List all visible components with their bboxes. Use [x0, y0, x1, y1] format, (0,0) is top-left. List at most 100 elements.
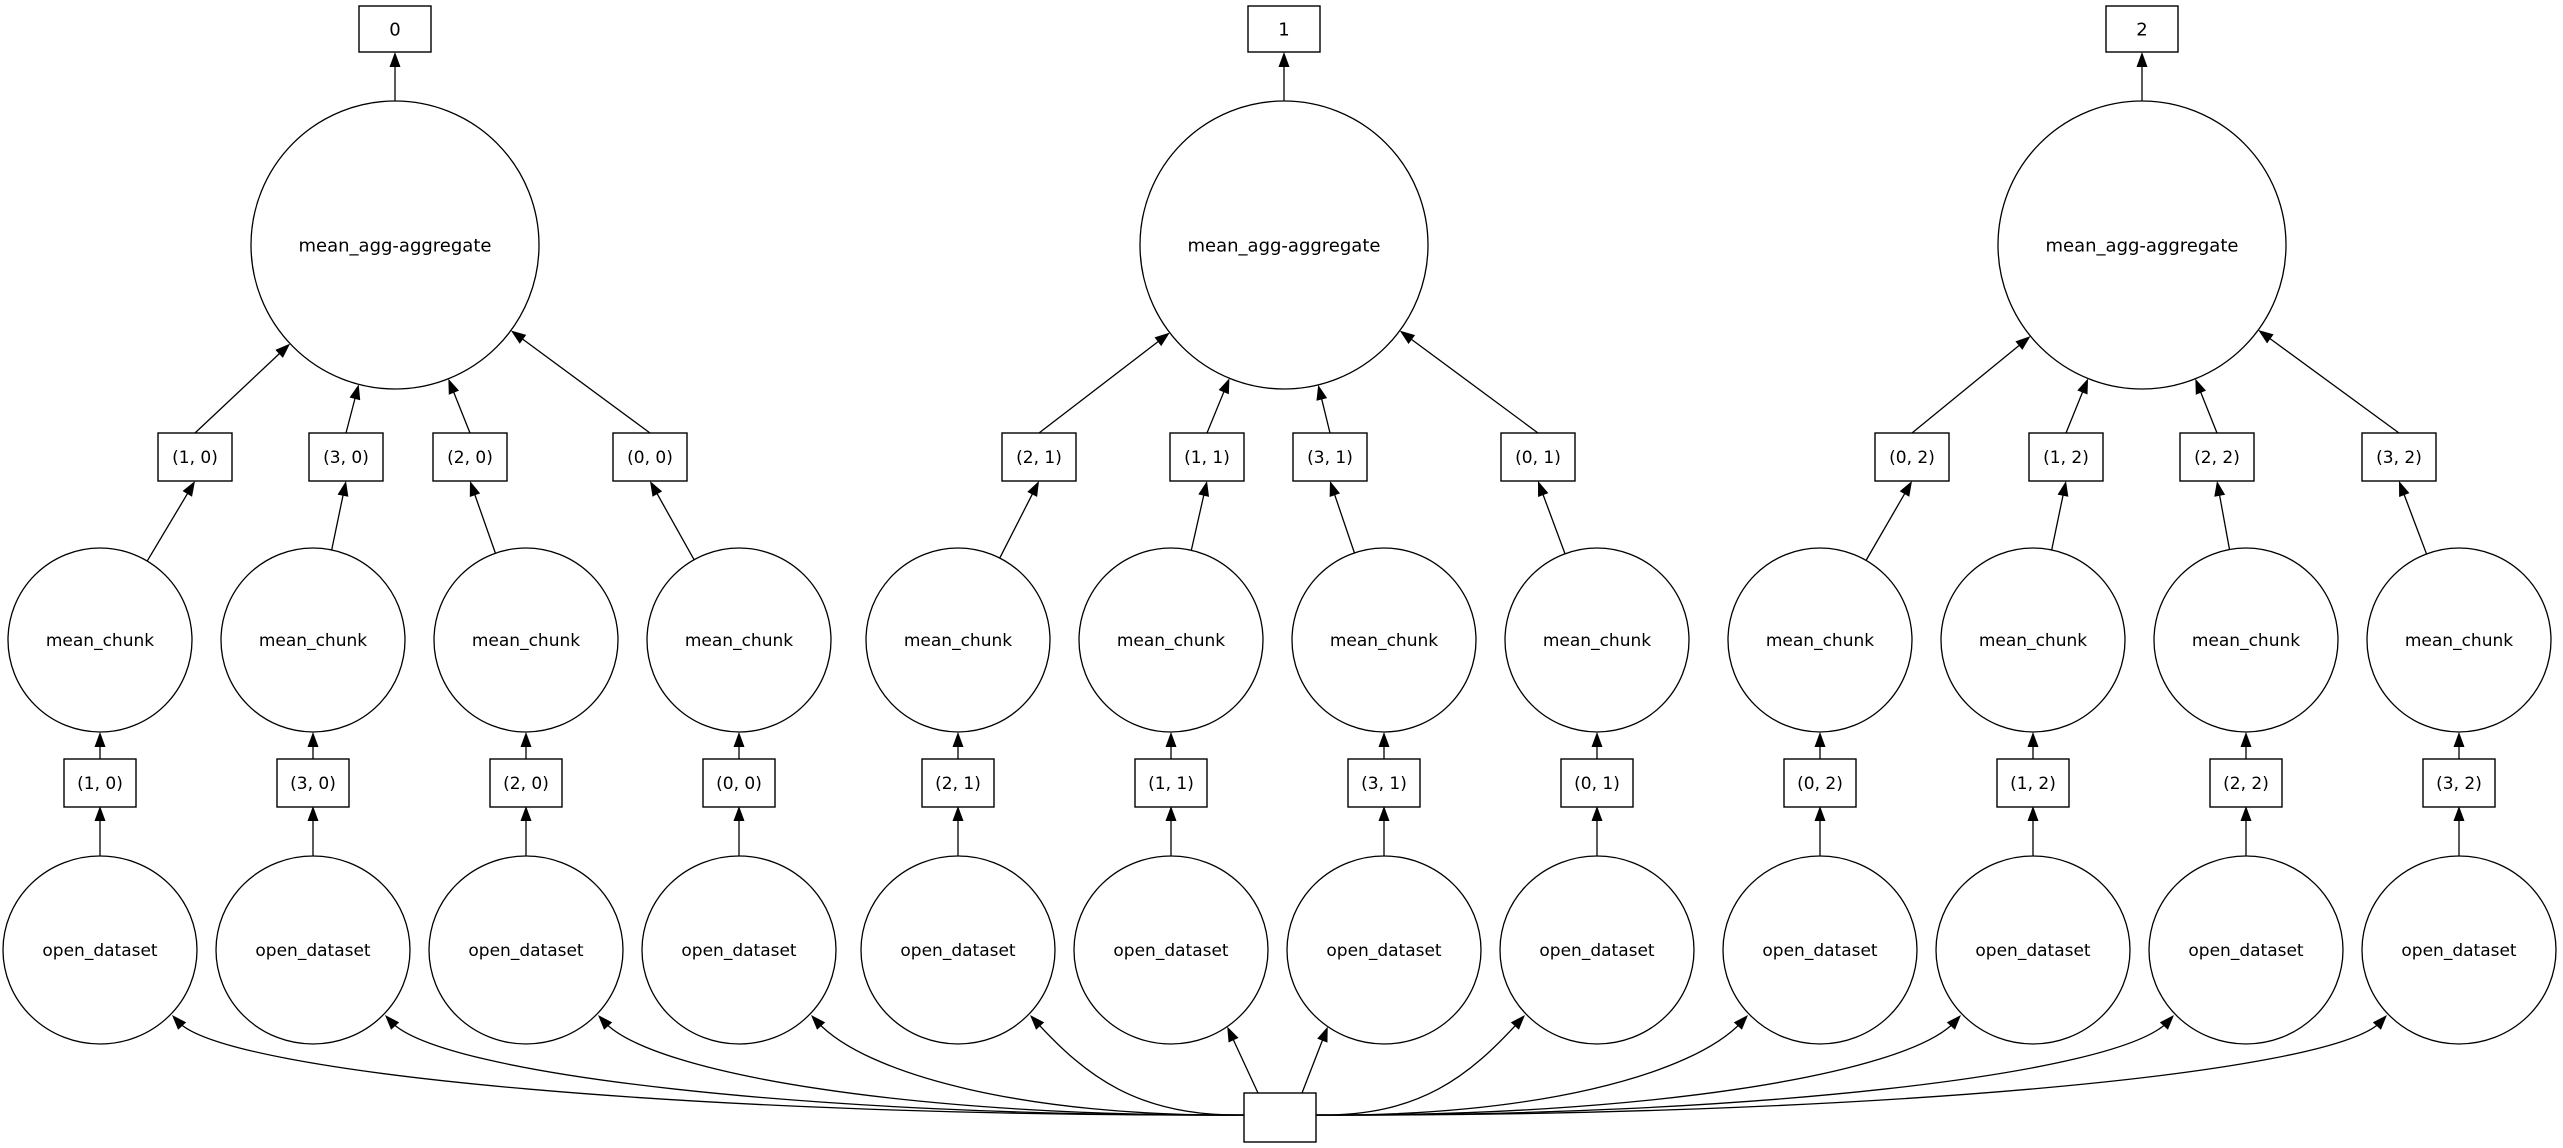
lower-key-box-label: (3, 0) [290, 774, 336, 794]
arrowhead [1399, 330, 1416, 345]
lower-key-box-label: (0, 0) [716, 774, 762, 794]
arrowhead [307, 732, 319, 747]
edge [146, 490, 190, 562]
lower-key-box-label: (0, 1) [1574, 774, 1620, 794]
edge [345, 394, 357, 434]
dataset-node: open_dataset [1073, 855, 1269, 1045]
lower-key-box: (3, 0) [276, 758, 350, 808]
upper-key-box-label: (2, 0) [447, 448, 493, 468]
lower-key-box-label: (2, 0) [503, 774, 549, 794]
arrowhead [2027, 732, 2039, 747]
edge [2198, 388, 2218, 434]
arrowhead [1278, 52, 1290, 67]
edge [999, 490, 1035, 559]
upper-key-box: (0, 2) [1874, 432, 1950, 482]
chunk-node-label: mean_chunk [46, 631, 154, 651]
edge [1315, 1021, 1956, 1116]
lower-key-box-rect [63, 758, 137, 808]
dataset-node-label: open_dataset [1539, 941, 1655, 961]
chunk-node: mean_chunk [220, 547, 406, 733]
dataset-node: open_dataset [428, 855, 624, 1045]
dataset-node-shape [1286, 855, 1482, 1045]
output-box: 0 [358, 5, 432, 53]
arrowhead [650, 481, 663, 497]
chunk-node: mean_chunk [1291, 547, 1477, 733]
chunk-node: mean_chunk [1078, 547, 1264, 733]
arrowhead [1198, 481, 1210, 497]
aggregate-node-shape [1139, 100, 1429, 390]
upper-key-box-rect [2361, 432, 2437, 482]
dataset-node: open_dataset [1722, 855, 1918, 1045]
edge [1320, 395, 1331, 434]
upper-key-box-label: (2, 1) [1016, 448, 1062, 468]
upper-key-box-label: (0, 2) [1889, 448, 1935, 468]
lower-key-box-rect [2422, 758, 2496, 808]
chunk-node-label: mean_chunk [685, 631, 793, 651]
lower-key-box-label: (0, 2) [1797, 774, 1843, 794]
chunk-node-label: mean_chunk [259, 631, 367, 651]
upper-key-box: (2, 1) [1001, 432, 1077, 482]
arrowhead [1946, 1015, 1961, 1030]
lower-key-box-rect [1560, 758, 1634, 808]
lower-key-box-label: (2, 2) [2223, 774, 2269, 794]
dataset-node-shape [215, 855, 411, 1045]
arrowhead [2027, 806, 2039, 821]
upper-key-box-rect [1001, 432, 1077, 482]
nodes-layer: mean_chunk(1, 0)(1, 0)open_datasetmean_c… [2, 5, 2557, 1045]
arrowhead [307, 806, 319, 821]
aggregate-node-label: mean_agg-aggregate [299, 236, 492, 257]
edge [1315, 1021, 1743, 1116]
arrowhead [1027, 481, 1039, 497]
upper-key-box: (2, 2) [2179, 432, 2255, 482]
upper-key-box: (0, 1) [1500, 432, 1576, 482]
upper-key-box-label: (3, 1) [1307, 448, 1353, 468]
lower-key-box-label: (1, 0) [77, 774, 123, 794]
dataset-node: open_dataset [641, 855, 837, 1045]
chunk-node: mean_chunk [1940, 547, 2126, 733]
arrowhead [1591, 806, 1603, 821]
arrowhead [1030, 1015, 1045, 1030]
lower-key-box: (1, 1) [1134, 758, 1208, 808]
arrowhead [469, 481, 481, 497]
aggregate-node: mean_agg-aggregate [1997, 100, 2287, 390]
chunk-node-shape [1727, 547, 1913, 733]
arrowhead [520, 732, 532, 747]
edge [2402, 491, 2428, 555]
lower-key-box-rect [2209, 758, 2283, 808]
chunk-node-shape [1291, 547, 1477, 733]
lower-key-box-label: (3, 2) [2436, 774, 2482, 794]
arrowhead [2136, 52, 2148, 67]
upper-key-box: (2, 0) [432, 432, 508, 482]
edge [1911, 342, 2023, 434]
arrowhead [182, 481, 195, 497]
lower-key-box: (2, 0) [489, 758, 563, 808]
chunk-node: mean_chunk [646, 547, 832, 733]
lower-key-box-rect [1783, 758, 1857, 808]
arrowhead [275, 343, 291, 358]
edge [451, 388, 471, 434]
dataset-node: open_dataset [860, 855, 1056, 1045]
lower-key-box-rect [1134, 758, 1208, 808]
aggregate-node: mean_agg-aggregate [250, 100, 540, 390]
arrowhead [337, 481, 349, 497]
aggregate-node-shape [250, 100, 540, 390]
dataset-node-shape [2361, 855, 2557, 1045]
chunk-node-label: mean_chunk [2405, 631, 2513, 651]
upper-key-box-rect [157, 432, 233, 482]
chunk-node-label: mean_chunk [1117, 631, 1225, 651]
edge [1332, 491, 1356, 554]
upper-key-box: (1, 0) [157, 432, 233, 482]
aggregate-node: mean_agg-aggregate [1139, 100, 1429, 390]
upper-key-box-rect [432, 432, 508, 482]
lower-key-box: (0, 2) [1783, 758, 1857, 808]
output-box-rect [2105, 5, 2179, 53]
arrowhead [811, 1015, 826, 1030]
edge [816, 1021, 1245, 1116]
arrowhead [2453, 732, 2465, 747]
edge [331, 491, 345, 551]
edge [1038, 338, 1162, 434]
arrowhead [1899, 481, 1912, 497]
chunk-node: mean_chunk [2366, 547, 2552, 733]
